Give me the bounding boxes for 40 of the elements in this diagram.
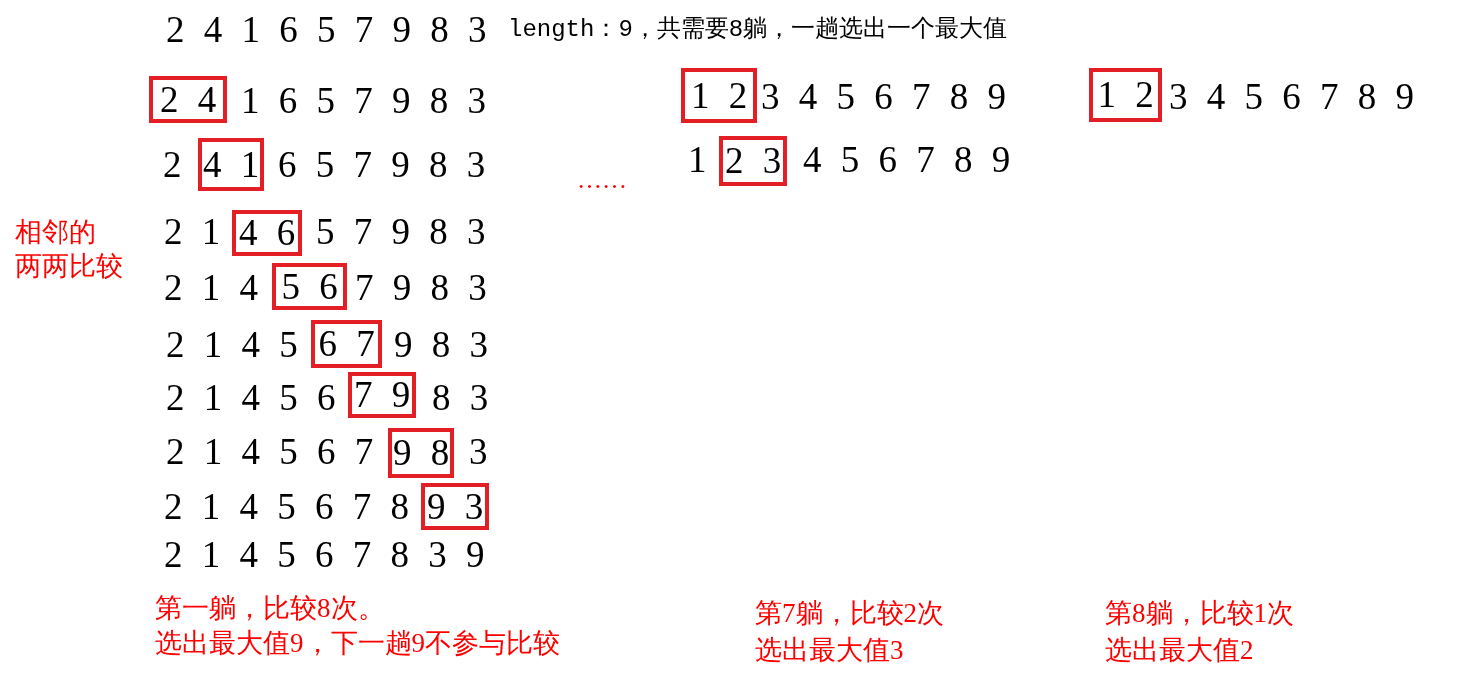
highlight-box: 1 2 [681,68,757,123]
note-text: 选出最大值2 [1105,634,1254,667]
highlight-box: 9 8 [388,428,454,478]
note-text: 选出最大值9，下一趟9不参与比较 [155,627,560,660]
number-sequence: 3 4 5 6 7 8 9 [761,77,1006,117]
number: 2 [163,145,182,185]
ellipsis: …… [577,165,627,195]
highlight-box: 2 4 [149,76,227,123]
number: 3 [469,432,488,472]
note-text: length：9，共需要8躺，一趟选出一个最大值 [508,15,1008,45]
highlight-box: 9 3 [421,483,489,530]
highlight-box: 1 2 [1089,68,1162,122]
number-sequence: 5 7 9 8 3 [316,212,486,252]
number-sequence: 2 1 4 5 6 7 8 3 9 [164,535,485,575]
number-sequence: 2 1 4 5 6 7 [166,432,374,472]
highlight-box: 4 1 [198,138,264,191]
highlight-box: 2 3 [719,136,787,186]
highlight-box: 5 6 [272,263,347,310]
number-sequence: 4 5 6 7 8 9 [803,140,1011,180]
number-sequence: 1 6 5 7 9 8 3 [241,81,486,121]
highlight-box: 7 9 [348,372,416,418]
side-note: 相邻的两两比较 [15,216,124,283]
number-sequence: 2 4 1 6 5 7 9 8 3 [166,10,487,50]
number: 1 [688,140,707,180]
number-sequence: 8 3 [432,378,489,418]
number-sequence: 7 9 8 3 [355,268,487,308]
number-sequence: 6 5 7 9 8 3 [278,145,486,185]
note-text: 第7躺，比较2次 [755,597,944,630]
number-sequence: 2 1 4 5 6 7 8 [164,487,409,527]
note-text: 第8躺，比较1次 [1105,597,1294,630]
note-text: 选出最大值3 [755,634,904,667]
note-text: 第一躺，比较8次。 [155,592,385,625]
number-sequence: 2 1 [164,212,221,252]
number-sequence: 2 1 4 5 6 [166,378,336,418]
highlight-box: 4 6 [232,210,302,256]
number-sequence: 3 4 5 6 7 8 9 [1169,77,1414,117]
number-sequence: 2 1 4 5 [166,325,298,365]
highlight-box: 6 7 [311,320,382,368]
number-sequence: 2 1 4 [164,268,258,308]
number-sequence: 9 8 3 [394,325,488,365]
